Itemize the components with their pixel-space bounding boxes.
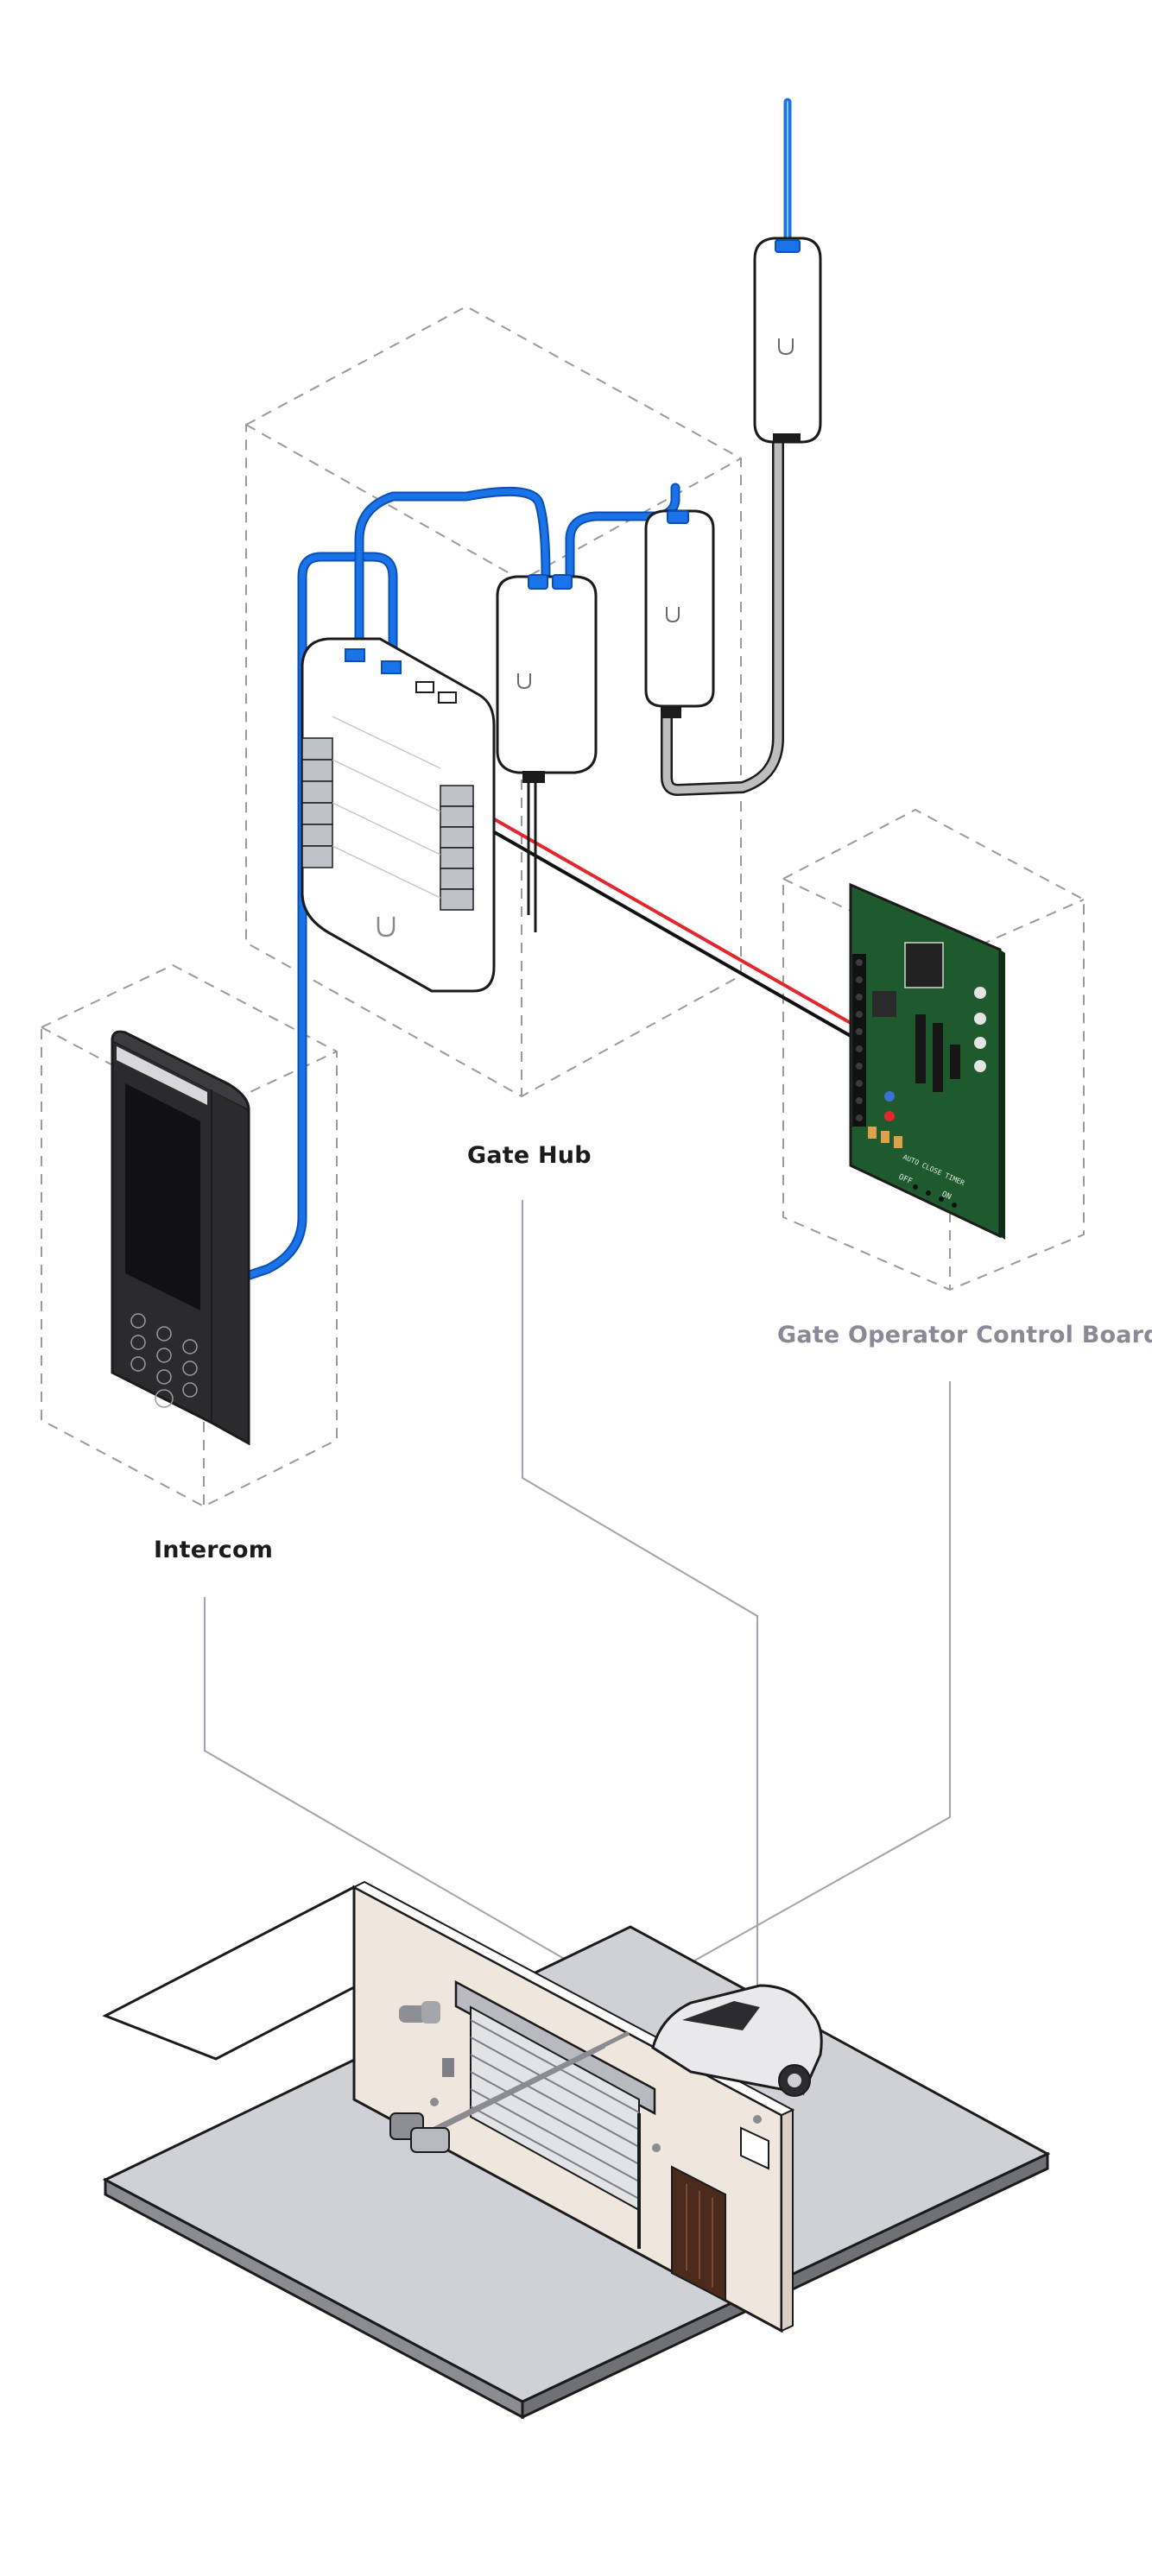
poe-injector-top bbox=[753, 237, 822, 444]
board-bottom-dots bbox=[913, 1184, 957, 1208]
pcb-leds bbox=[884, 987, 986, 1121]
poe-power-cables bbox=[527, 781, 537, 932]
door-icon bbox=[671, 2165, 726, 2302]
intercom-label: Intercom bbox=[154, 1537, 274, 1563]
dip-switches bbox=[868, 1127, 902, 1148]
terminal-screws bbox=[856, 959, 863, 1121]
ubiquiti-logo-icon bbox=[517, 673, 531, 690]
gate-hub-label: Gate Hub bbox=[467, 1142, 592, 1169]
control-board: AUTO CLOSE TIMER OFF ON bbox=[849, 882, 1005, 1240]
poe-injector-hub bbox=[496, 574, 598, 783]
wall-control-box bbox=[740, 2126, 769, 2170]
car-icon bbox=[651, 1984, 823, 2097]
terminal-block-right bbox=[440, 785, 474, 911]
garage-door-icon bbox=[454, 1979, 656, 2249]
camera-icon bbox=[399, 2001, 440, 2024]
ubiquiti-logo-icon bbox=[666, 607, 680, 623]
hub-panel-lines bbox=[332, 716, 441, 899]
keypad-icon bbox=[130, 1313, 198, 1408]
intercom-device bbox=[111, 1030, 250, 1446]
poe-injector-bridge bbox=[644, 509, 715, 718]
terminal-block-left bbox=[301, 737, 333, 868]
ethernet-cables bbox=[242, 483, 680, 1281]
gate-track bbox=[413, 2030, 630, 2144]
pointer-dots bbox=[430, 2098, 762, 2152]
wall-keypad bbox=[442, 2058, 454, 2077]
gate-motor-icon bbox=[389, 2112, 450, 2153]
pcb-chips bbox=[915, 1014, 960, 1092]
gate-wires bbox=[472, 805, 851, 1038]
gray-cable bbox=[661, 442, 784, 797]
network-port-icon bbox=[345, 648, 457, 704]
gate-hub-device bbox=[301, 637, 496, 993]
ubiquiti-logo-icon bbox=[377, 917, 396, 938]
ubiquiti-logo-icon bbox=[778, 338, 794, 356]
gate-operator-label: Gate Operator Control Board bbox=[777, 1322, 1152, 1348]
